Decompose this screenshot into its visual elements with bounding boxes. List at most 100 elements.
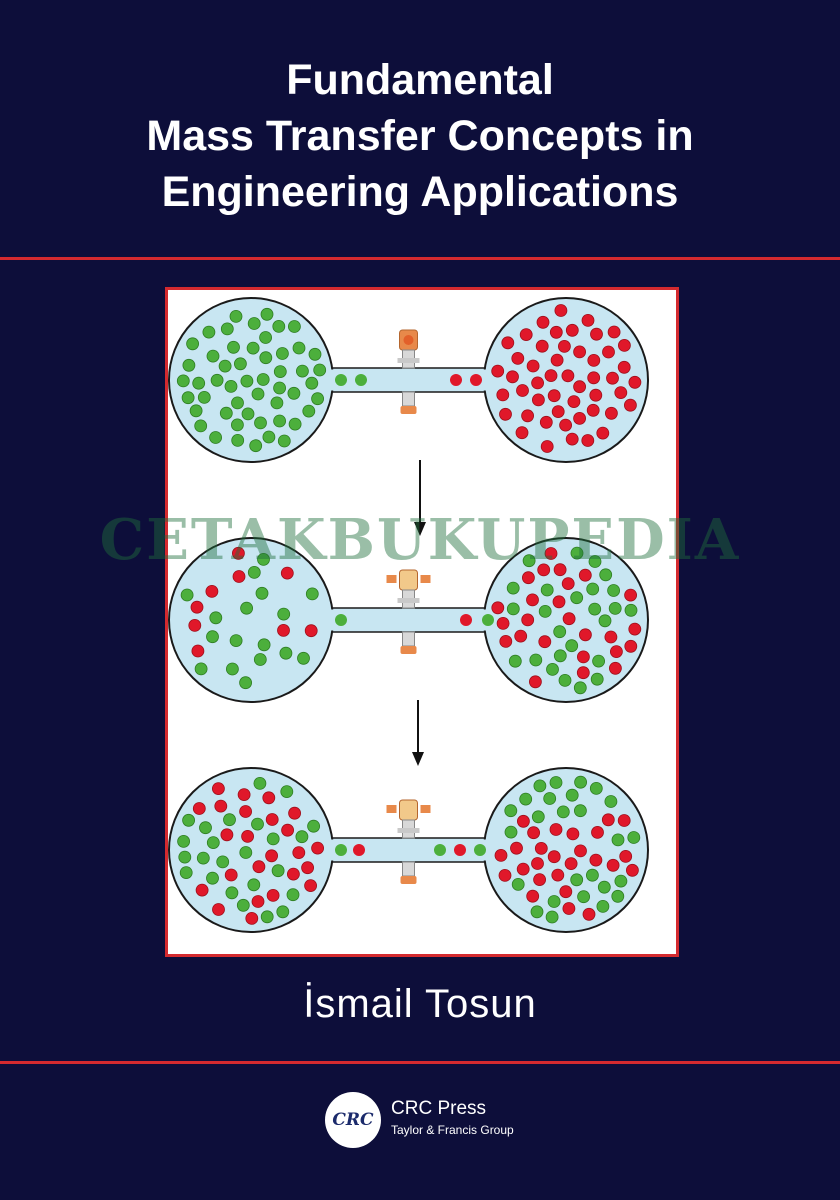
green-particle <box>219 406 233 420</box>
watermark: CETAKBUKUPEDIA <box>99 507 741 573</box>
red-particle <box>214 799 228 813</box>
green-particle <box>240 601 253 615</box>
red-particle <box>501 336 515 350</box>
red-particle <box>232 546 245 560</box>
title-line: Mass Transfer Concepts in <box>146 112 694 160</box>
green-particle <box>297 651 310 665</box>
green-particle <box>295 830 309 844</box>
green-particle <box>506 581 520 595</box>
red-particle <box>624 588 638 602</box>
valve-indicator <box>403 335 414 345</box>
green-particle <box>355 374 367 386</box>
red-particle <box>506 370 519 384</box>
green-particle <box>241 407 255 421</box>
green-particle <box>236 898 250 912</box>
green-particle <box>179 866 193 879</box>
valve-icon <box>399 569 418 591</box>
down-arrow-head <box>412 752 424 766</box>
red-particle <box>561 577 575 591</box>
red-particle <box>526 889 540 903</box>
green-particle <box>247 878 261 892</box>
top-divider <box>0 257 840 260</box>
red-particle <box>606 371 619 385</box>
green-particle <box>216 855 230 869</box>
red-particle <box>624 639 638 653</box>
red-particle <box>547 850 561 864</box>
green-particle <box>229 634 243 648</box>
red-particle <box>617 814 631 827</box>
red-particle <box>573 345 587 359</box>
red-particle <box>544 369 558 382</box>
book-title: Fundamental Mass Transfer Concepts in En… <box>0 52 840 220</box>
green-particle <box>307 819 321 833</box>
red-particle <box>191 644 205 658</box>
red-particle <box>460 614 472 626</box>
green-particle <box>598 614 612 628</box>
green-particle <box>220 322 234 336</box>
red-particle <box>252 860 266 874</box>
green-particle <box>570 591 584 605</box>
red-particle <box>265 849 278 863</box>
green-particle <box>206 349 220 363</box>
green-particle <box>295 364 309 378</box>
red-particle <box>609 645 623 659</box>
red-particle <box>241 830 254 843</box>
green-particle <box>506 602 520 616</box>
green-particle <box>182 813 196 827</box>
green-particle <box>270 396 284 410</box>
red-particle <box>353 844 365 856</box>
valve-foot <box>400 646 417 654</box>
red-particle <box>557 340 571 353</box>
green-particle <box>597 880 611 894</box>
red-particle <box>311 841 325 855</box>
green-particle <box>288 320 301 333</box>
green-particle <box>607 584 621 597</box>
green-particle <box>209 611 223 625</box>
red-particle <box>531 376 545 390</box>
green-particle <box>231 433 245 447</box>
green-particle <box>202 325 216 339</box>
diffusion-diagram <box>168 297 649 933</box>
connecting-tube <box>326 367 491 393</box>
green-particle <box>189 404 203 418</box>
valve-handle <box>386 805 397 813</box>
green-particle <box>530 905 544 919</box>
green-particle <box>599 568 613 582</box>
red-particle <box>587 354 601 367</box>
red-particle <box>301 861 315 875</box>
red-particle <box>535 339 549 353</box>
red-particle <box>573 411 587 425</box>
red-particle <box>596 426 610 440</box>
red-particle <box>288 806 301 820</box>
red-particle <box>516 814 530 828</box>
red-particle <box>589 853 603 867</box>
green-particle <box>272 320 286 333</box>
green-particle <box>273 365 287 378</box>
green-particle <box>504 825 518 839</box>
green-particle <box>260 910 274 924</box>
red-particle <box>496 616 510 630</box>
crc-logo-icon: CRC <box>325 1092 381 1148</box>
red-particle <box>494 849 508 862</box>
green-particle <box>335 374 347 386</box>
green-particle <box>611 833 625 847</box>
red-particle <box>531 393 545 407</box>
red-particle <box>564 857 578 870</box>
green-particle <box>565 639 579 653</box>
red-particle <box>574 844 587 858</box>
green-particle <box>186 337 200 351</box>
green-particle <box>553 649 567 663</box>
red-particle <box>519 328 533 341</box>
green-particle <box>519 792 533 806</box>
red-particle <box>590 327 603 341</box>
green-particle <box>246 341 260 355</box>
green-particle <box>288 417 302 431</box>
green-particle <box>570 546 584 560</box>
green-particle <box>199 821 212 835</box>
red-particle <box>515 426 529 440</box>
green-particle <box>592 654 606 668</box>
green-particle <box>257 638 271 652</box>
green-particle <box>227 340 240 354</box>
red-particle <box>470 374 482 386</box>
red-particle <box>576 666 590 680</box>
